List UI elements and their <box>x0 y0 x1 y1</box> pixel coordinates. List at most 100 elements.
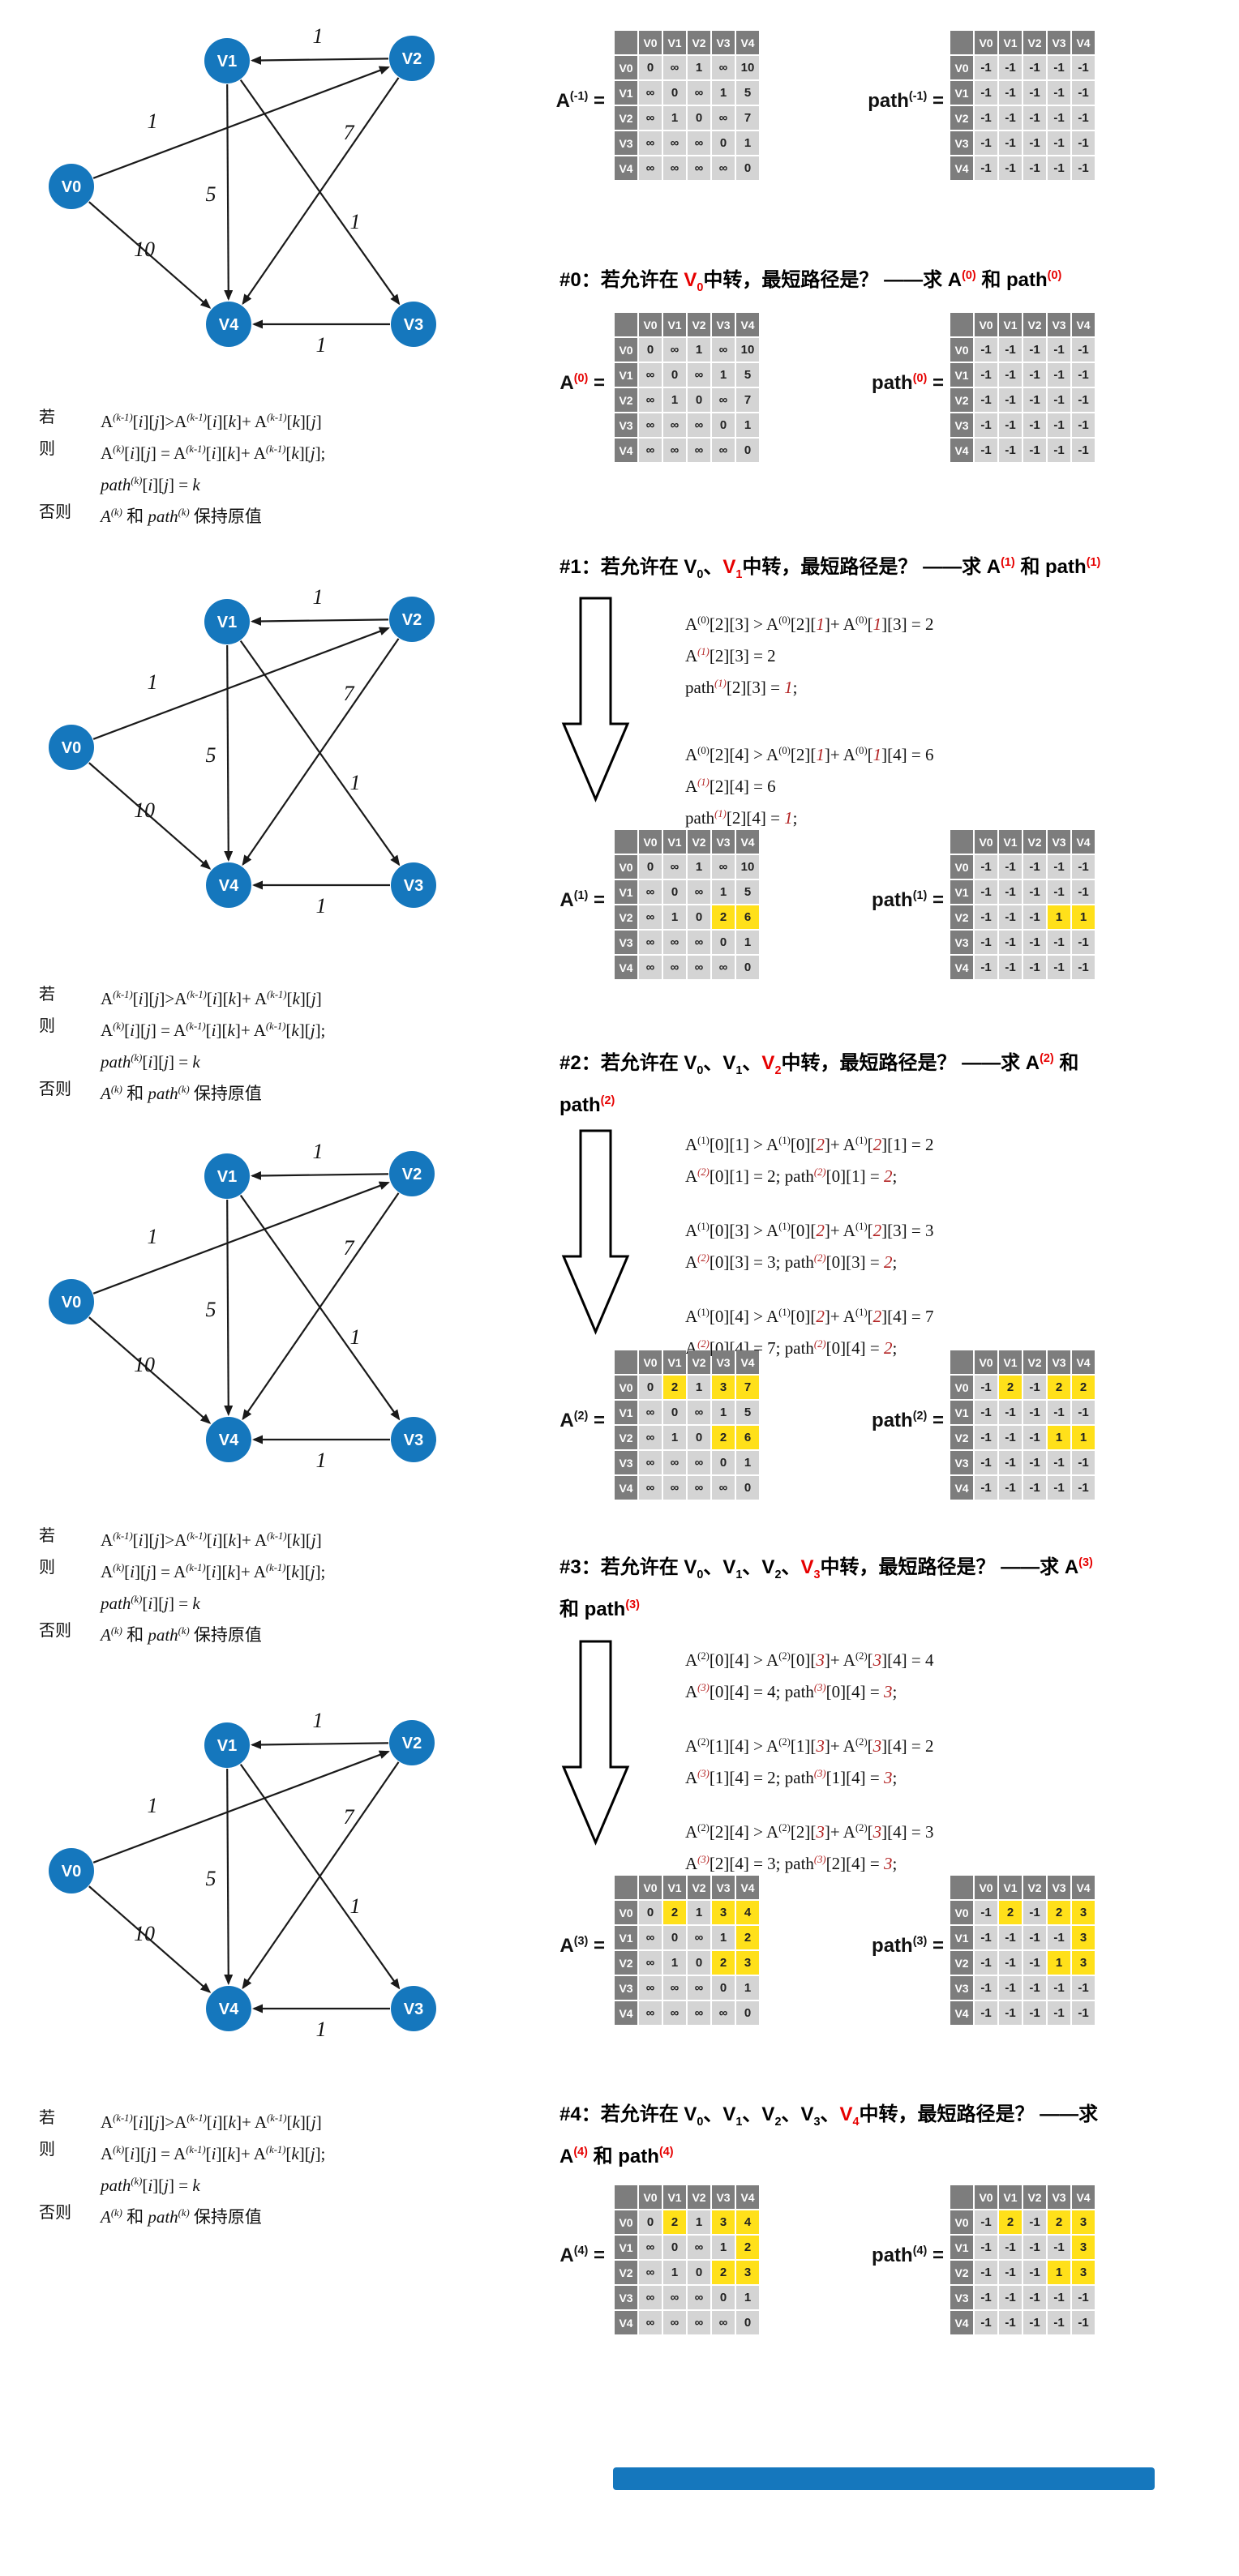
formula-body: path(k)[i][j] = k <box>101 1594 200 1613</box>
matrix-col-header: V3 <box>1048 830 1070 854</box>
matrix-cell: -1 <box>1023 1976 1046 2000</box>
matrix-cell: -1 <box>1023 2261 1046 2284</box>
matrix-cell: -1 <box>1048 1476 1070 1500</box>
matrix-cell: -1 <box>975 363 997 387</box>
matrix-cell: ∞ <box>712 56 735 79</box>
matrix-cell: -1 <box>1048 1451 1070 1474</box>
matrix-cell: -1 <box>999 1976 1022 2000</box>
matrix-corner-cell <box>615 31 637 54</box>
formula-keyword: 则 <box>39 1017 55 1035</box>
edge-weight-label: 5 <box>206 1298 217 1321</box>
matrix-row-header: V3 <box>615 1976 637 2000</box>
matrix-cell: -1 <box>1072 363 1095 387</box>
step-formula-line: A(1)[0][3] > A(1)[0][2]+ A(1)[2][3] = 3 <box>685 1221 934 1240</box>
matrix-cell: 1 <box>712 2236 735 2259</box>
formula-body: A(k) 和 path(k) 保持原值 <box>101 1084 262 1103</box>
matrix-col-header: V0 <box>639 313 662 336</box>
formula-body: A(k)[i][j] = A(k-1)[i][k]+ A(k-1)[k][j]; <box>101 443 326 463</box>
graph-node-V4 <box>206 1986 251 2031</box>
matrix-col-header: V1 <box>999 1350 1022 1374</box>
graph-edge-V2-V4 <box>242 77 400 306</box>
matrix-cell: -1 <box>999 2236 1022 2259</box>
matrix-col-header: V4 <box>736 1350 759 1374</box>
formula-keyword: 若 <box>39 986 55 1003</box>
formula-line: path(k)[i][j] = k <box>39 2167 325 2199</box>
matrix-cell: ∞ <box>712 106 735 130</box>
matrix-corner-cell <box>615 1350 637 1374</box>
matrix-cell: 2 <box>736 1926 759 1949</box>
graph-node-V4 <box>206 1417 251 1462</box>
matrix-cell: 1 <box>1048 2261 1070 2284</box>
matrix-cell: ∞ <box>688 1476 710 1500</box>
node-label: V1 <box>217 1737 237 1755</box>
formula-body: A(k) 和 path(k) 保持原值 <box>101 2207 262 2227</box>
graph-edge-V0-V2 <box>92 627 390 740</box>
matrix-label-path1: path(1) = <box>872 889 944 911</box>
matrix-row-header: V0 <box>950 338 973 362</box>
edge-weight-label: 1 <box>313 1709 324 1732</box>
matrix-cell: ∞ <box>639 81 662 105</box>
big-down-arrow-3 <box>561 1639 630 1850</box>
matrix-cell: -1 <box>1048 363 1070 387</box>
matrix-cell: -1 <box>1048 956 1070 979</box>
matrix-cell: 3 <box>1072 2210 1095 2234</box>
step-formula-line: A(3)[0][4] = 4; path(3)[0][4] = 3; <box>685 1682 898 1701</box>
matrix-row-header: V2 <box>950 106 973 130</box>
matrix-corner-cell <box>950 1876 973 1899</box>
formula-keyword: 则 <box>39 1559 55 1577</box>
graph-node-V0 <box>49 1279 94 1324</box>
matrix-col-header: V1 <box>999 313 1022 336</box>
matrix-cell: 5 <box>736 880 759 904</box>
graph-edge-V1-V4 <box>224 83 234 302</box>
matrix-cell: ∞ <box>663 2311 686 2334</box>
step-formula-line: A(3)[1][4] = 2; path(3)[1][4] = 3; <box>685 1768 898 1787</box>
matrix-cell: 2 <box>1048 1901 1070 1924</box>
formula-line: path(k)[i][j] = k <box>39 1044 325 1076</box>
matrix-cell: 2 <box>663 1376 686 1399</box>
graph-edge-V1-V3 <box>239 640 401 867</box>
matrix-cell: -1 <box>1023 338 1046 362</box>
matrix-col-header: V3 <box>712 313 735 336</box>
matrix-cell: -1 <box>1048 413 1070 437</box>
matrix-cell: 2 <box>1048 2210 1070 2234</box>
matrix-cell: ∞ <box>639 1926 662 1949</box>
edge-weight-label: 7 <box>344 1805 355 1829</box>
edge-weight-label: 1 <box>313 24 324 48</box>
step-formula-line: A(1)[0][1] > A(1)[0][2]+ A(1)[2][1] = 2 <box>685 1135 934 1154</box>
matrix-row-header: V1 <box>615 81 637 105</box>
formula-body: A(k)[i][j] = A(k-1)[i][k]+ A(k-1)[k][j]; <box>101 1021 326 1040</box>
matrix-cell: ∞ <box>663 956 686 979</box>
matrix-cell: -1 <box>975 1926 997 1949</box>
matrix-cell: -1 <box>1023 131 1046 155</box>
matrix-cell: 10 <box>736 56 759 79</box>
matrix-cell: ∞ <box>639 880 662 904</box>
matrix-col-header: V2 <box>1023 2185 1046 2209</box>
edge-weight-label: 1 <box>148 670 158 694</box>
matrix-row-header: V2 <box>615 1951 637 1975</box>
matrix-col-header: V0 <box>975 313 997 336</box>
matrix-cell: ∞ <box>639 131 662 155</box>
matrix-row-header: V2 <box>615 905 637 929</box>
matrix-cell: 0 <box>663 1926 686 1949</box>
matrix-cell: -1 <box>1048 2311 1070 2334</box>
matrix-row-header: V0 <box>950 855 973 879</box>
graph-node-V2 <box>389 36 435 81</box>
matrix-cell: ∞ <box>688 2236 710 2259</box>
edge-weight-label: 5 <box>206 182 217 206</box>
matrix-cell: 1 <box>1072 905 1095 929</box>
node-label: V4 <box>219 877 239 895</box>
graph-node-V1 <box>204 1722 250 1768</box>
matrix-cell: 1 <box>663 106 686 130</box>
matrix-row-header: V1 <box>615 1926 637 1949</box>
matrix-cell: 2 <box>712 905 735 929</box>
graph-node-V4 <box>206 862 251 908</box>
node-label: V2 <box>402 50 422 68</box>
